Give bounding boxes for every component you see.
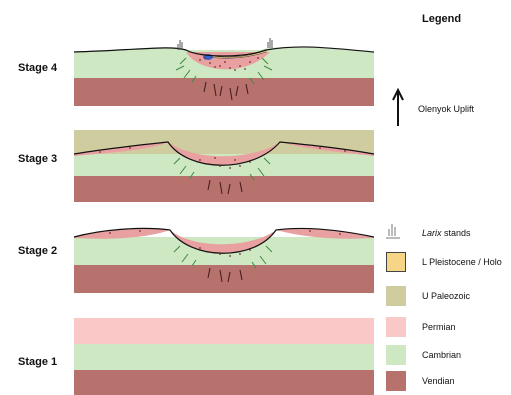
stage-4-section: [74, 38, 374, 106]
stage-2-label: Stage 2: [18, 245, 57, 257]
uplift-arrow-icon: [393, 90, 403, 126]
larix-label: Larix stands: [422, 228, 471, 238]
legend-swatch-vendian: [386, 371, 406, 391]
stage-2-vendian-layer: [74, 265, 374, 293]
legend-swatch-cambrian: [386, 345, 406, 365]
legend-label-permian: Permian: [422, 322, 456, 332]
larix-rest-label: stands: [442, 228, 471, 238]
stage-3-vendian-layer: [74, 176, 374, 202]
legend-label-vendian: Vendian: [422, 376, 455, 386]
legend-label-cambrian: Cambrian: [422, 350, 461, 360]
stage-4-label: Stage 4: [18, 62, 57, 74]
stage-4-larix-stands: [178, 38, 272, 50]
legend-label-paleozoic: U Paleozoic: [422, 291, 470, 301]
stage-3-section: [74, 130, 374, 202]
legend-swatch-pleistocene: [386, 252, 406, 272]
stage-1-cambrian-layer: [74, 344, 374, 370]
larix-legend-icon: [386, 224, 400, 238]
stage-3-label: Stage 3: [18, 153, 57, 165]
stage-2-section: [74, 228, 374, 293]
stage-1-label: Stage 1: [18, 356, 57, 368]
larix-italic-label: Larix: [422, 228, 442, 238]
legend-title: Legend: [422, 13, 461, 25]
stage-1-section: [74, 318, 374, 395]
stage-4-vendian-layer: [74, 78, 374, 106]
stage-1-vendian-layer: [74, 370, 374, 395]
uplift-label: Olenyok Uplift: [418, 104, 474, 114]
stage-1-permian-layer: [74, 318, 374, 344]
legend-label-pleistocene: L Pleistocene / Holo: [422, 257, 502, 267]
legend-swatch-paleozoic: [386, 286, 406, 306]
legend-swatch-permian: [386, 317, 406, 337]
